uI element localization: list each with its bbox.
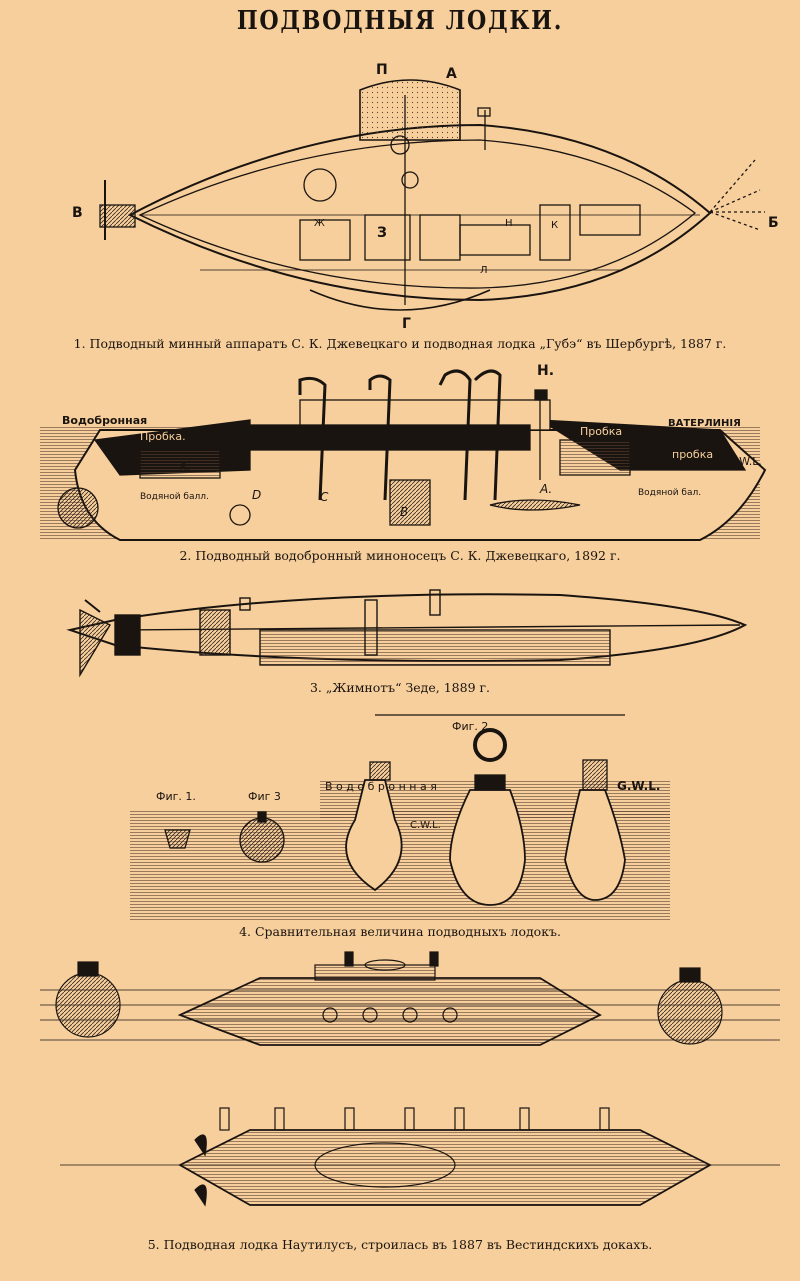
label-n: Н [505,218,513,229]
label-c: C [320,490,329,504]
label-vodobronnaya: Водобронная [62,414,148,427]
label-k: К [551,220,559,231]
figure-4-comparison [130,714,670,920]
label-b2: B [400,505,409,519]
label-z: З [377,225,387,241]
label-probka-1: Пробка. [140,430,186,443]
label-fig-3: Фиг 3 [248,790,281,803]
label-p: П [376,62,388,78]
label-probka-2: Пробка [580,425,623,438]
caption-figure-4: 4. Сравнительная величина подводныхъ лод… [239,924,561,939]
label-b: Б [768,215,779,231]
figure-1-submarine [99,79,765,311]
label-a: А [446,66,457,82]
label-probka-3: пробка [672,448,714,461]
label-l: Л [480,265,488,276]
label-cwl-4: C.W.L. [410,820,441,831]
label-waterline: ВАТЕРЛИНІЯ [668,418,741,429]
label-d: D [252,488,262,502]
label-fig-2: Фиг. 2. [452,720,492,733]
label-zh: Ж [314,218,325,229]
label-vodyanoy-1: Водяной балл. [140,492,209,502]
figure-2-torpedo-boat [40,369,767,541]
label-gwl: G.W.L. [617,779,661,793]
label-fig-1: Фиг. 1. [156,790,196,803]
caption-figure-1: 1. Подводный минный аппаратъ С. К. Джеве… [73,336,727,351]
label-vodobronnaya-4: В о д о б р о н н а я [325,780,437,793]
label-a2: A. [540,482,553,496]
figure-3-gymnote [66,589,748,678]
caption-figure-3: 3. „Жимнотъ“ Зеде, 1889 г. [309,680,491,695]
label-cwl-2: C.W.L. [728,455,762,468]
page-title: ПОДВОДНЫЯ ЛОДКИ. [236,6,564,36]
label-n2: Н. [537,363,555,379]
caption-figure-2: 2. Подводный водобронный миноносецъ С. К… [179,548,621,563]
figure-5-nautilus [40,951,780,1207]
label-vodyanoy-2: Водяной бал. [638,488,702,498]
label-v: В [72,205,83,221]
caption-figure-5: 5. Подводная лодка Наутилусъ, строилась … [147,1237,653,1252]
label-r: R. [180,462,191,473]
label-g: Г [402,316,411,332]
